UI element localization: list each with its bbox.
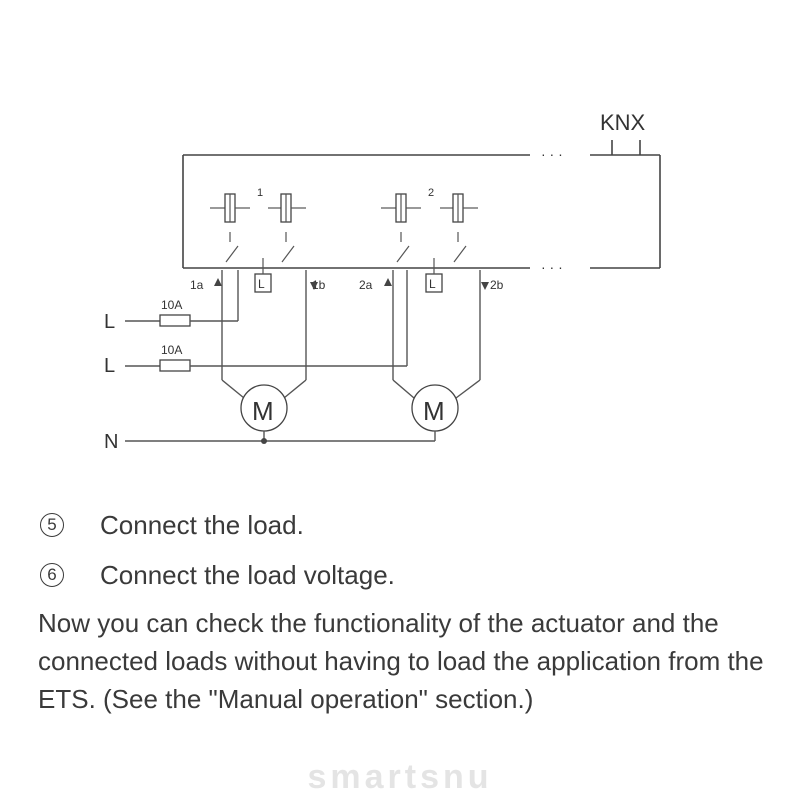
knx-bus: · · · · · · KNX [182, 110, 661, 275]
bus-dots-top: · · · [541, 146, 563, 162]
neutral-line: N [104, 431, 435, 453]
step-text: Connect the load voltage. [100, 559, 395, 590]
watermark: smartsnu [307, 758, 493, 796]
motor-label-2: M [423, 396, 445, 426]
channel-2-label: 2 [428, 187, 434, 199]
step-number: 6 [40, 563, 64, 587]
step-item: 6 Connect the load voltage. [38, 550, 788, 600]
relay-box-label: L [258, 277, 265, 291]
motor-1: M [221, 270, 307, 441]
relay-channel-1: 1 L 1a 1b [190, 187, 326, 293]
knx-label: KNX [600, 110, 646, 135]
step-text: Connect the load. [100, 509, 304, 540]
terminal-2b: 2b [490, 278, 504, 292]
fuse-1 [159, 314, 191, 327]
relay-box-label-2: L [429, 277, 436, 291]
fuse-rating-2: 10A [161, 343, 182, 357]
channel-1-label: 1 [257, 187, 263, 199]
step-number: 5 [40, 513, 64, 537]
line-label-2: L [104, 355, 115, 377]
line-label-1: L [104, 311, 115, 333]
supply-lines: L 10A L 10A [104, 270, 408, 377]
motor-label-1: M [252, 396, 274, 426]
functionality-note: Now you can check the functionality of t… [38, 608, 764, 714]
motor-2: M [392, 270, 481, 441]
terminal-1b: 1b [312, 278, 326, 292]
terminal-2a: 2a [359, 278, 373, 292]
instruction-steps: 5 Connect the load. 6 Connect the load v… [38, 500, 788, 718]
neutral-label: N [104, 431, 118, 453]
terminal-1a: 1a [190, 278, 204, 292]
fuse-rating-1: 10A [161, 298, 182, 312]
bus-dots-bottom: · · · [541, 259, 563, 275]
fuse-2 [159, 359, 191, 372]
wiring-diagram: · · · · · · KNX 1 L 1a 1b 2 [104, 110, 661, 453]
relay-channel-2: 2 L 2a 2b [359, 187, 504, 293]
step-item: 5 Connect the load. [38, 500, 788, 550]
